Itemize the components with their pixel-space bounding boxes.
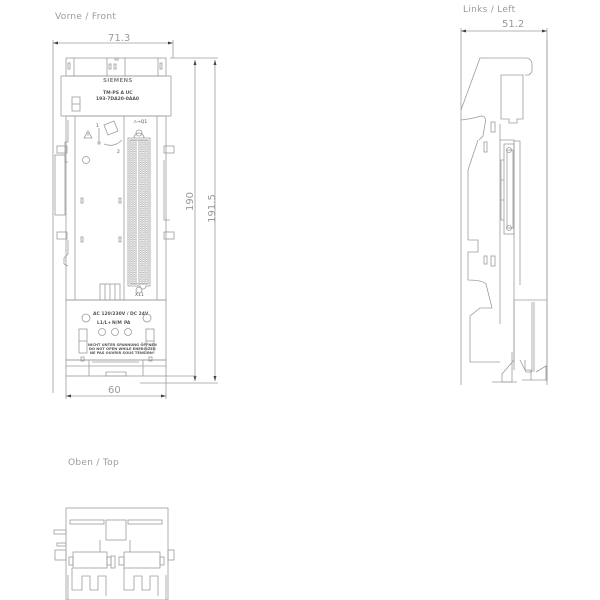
rotation-step-2: 2: [117, 150, 120, 155]
top-view: [53, 507, 175, 600]
left-view: [460, 28, 548, 385]
voltage-label: AC 120/230V / DC 24V: [93, 312, 149, 317]
connector-label: X11: [135, 293, 144, 298]
terminal-label-l1: L1/L+: [97, 321, 112, 326]
front-width-dimension: 71.3: [108, 33, 131, 44]
front-bottom-width-dimension: 60: [108, 385, 121, 396]
front-view-label: Vorne / Front: [55, 12, 117, 22]
warning-line-1: NICHT UNTER SPANNUNG ÖFFNEN: [88, 343, 157, 347]
terminal-label-pa: PA: [124, 321, 131, 326]
terminal-label-nm: N/M: [112, 321, 122, 326]
front-view: [52, 40, 218, 399]
brand-label: SIEMENS: [103, 78, 133, 84]
top-view-label: Oben / Top: [68, 458, 119, 468]
left-depth-dimension: 51.2: [502, 19, 525, 30]
fuse-label: ⚠→Q1: [133, 120, 148, 125]
model-label: TM-PS A UC: [103, 91, 133, 96]
rotation-step-1: 1: [96, 124, 99, 129]
warning-line-2: DO NOT OPEN WHILE ENERGIZED: [89, 347, 156, 351]
warning-line-3: NE PAS OUVRIR SOUS TENSION: [90, 351, 153, 355]
left-view-label: Links / Left: [463, 5, 516, 15]
part-number-label: 193-7DA20-0AA0: [96, 97, 139, 102]
